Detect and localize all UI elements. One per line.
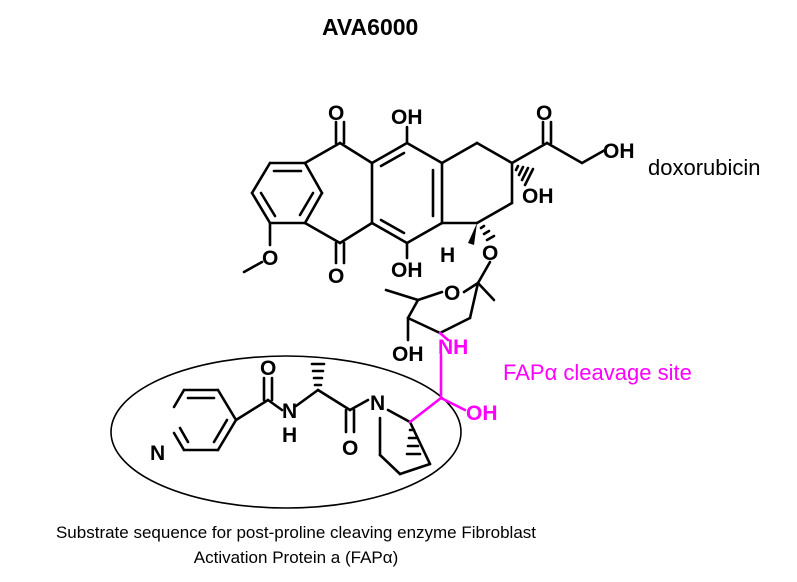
doxorubicin-core bbox=[242, 120, 607, 274]
hashed-bond-ala bbox=[310, 362, 326, 387]
cleavage-bonds bbox=[439, 353, 467, 412]
hashed-bond-oh bbox=[514, 164, 535, 187]
atom-o-amide2: O bbox=[342, 437, 358, 460]
atom-o-ring: O bbox=[444, 282, 460, 305]
atom-oh-bottom: OH bbox=[391, 259, 423, 282]
atom-oh-terminal: OH bbox=[603, 140, 635, 163]
atom-oh-tertiary: OH bbox=[522, 185, 554, 208]
atom-oh-sugar: OH bbox=[392, 343, 424, 366]
atom-n-amide: N bbox=[282, 400, 297, 423]
cleavage-site-label: FAPα cleavage site bbox=[503, 360, 692, 385]
substrate-sequence bbox=[172, 362, 443, 476]
substrate-ellipse bbox=[110, 355, 462, 509]
hashed-bond-glycoside bbox=[479, 224, 496, 242]
atom-o-methoxy: O bbox=[262, 247, 278, 270]
hashed-bond-pro bbox=[405, 428, 422, 456]
atom-oh-top: OH bbox=[391, 106, 423, 129]
atom-oh-magenta: OH bbox=[466, 402, 498, 425]
h-wedge bbox=[468, 223, 477, 245]
doxorubicin-label: doxorubicin bbox=[648, 155, 761, 180]
atom-n-proline: N bbox=[370, 392, 385, 415]
atom-o-quinone-bottom: O bbox=[328, 265, 344, 288]
atom-o-amide1: O bbox=[260, 357, 276, 380]
caption-line-1: Substrate sequence for post-proline clea… bbox=[56, 523, 536, 542]
atom-h-amide: H bbox=[282, 424, 297, 447]
atom-nh-sugar: NH bbox=[438, 336, 468, 359]
compound-title: AVA6000 bbox=[322, 14, 418, 40]
caption-line-2: Activation Protein a (FAPα) bbox=[194, 548, 398, 567]
atom-o-glycoside: O bbox=[482, 242, 498, 265]
atom-h-stereo: H bbox=[440, 244, 455, 267]
daunosamine-sugar bbox=[384, 260, 496, 342]
atom-o-ketone: O bbox=[536, 102, 552, 125]
atom-n-pyridine: N bbox=[150, 442, 165, 465]
atom-o-quinone-top: O bbox=[328, 102, 344, 125]
